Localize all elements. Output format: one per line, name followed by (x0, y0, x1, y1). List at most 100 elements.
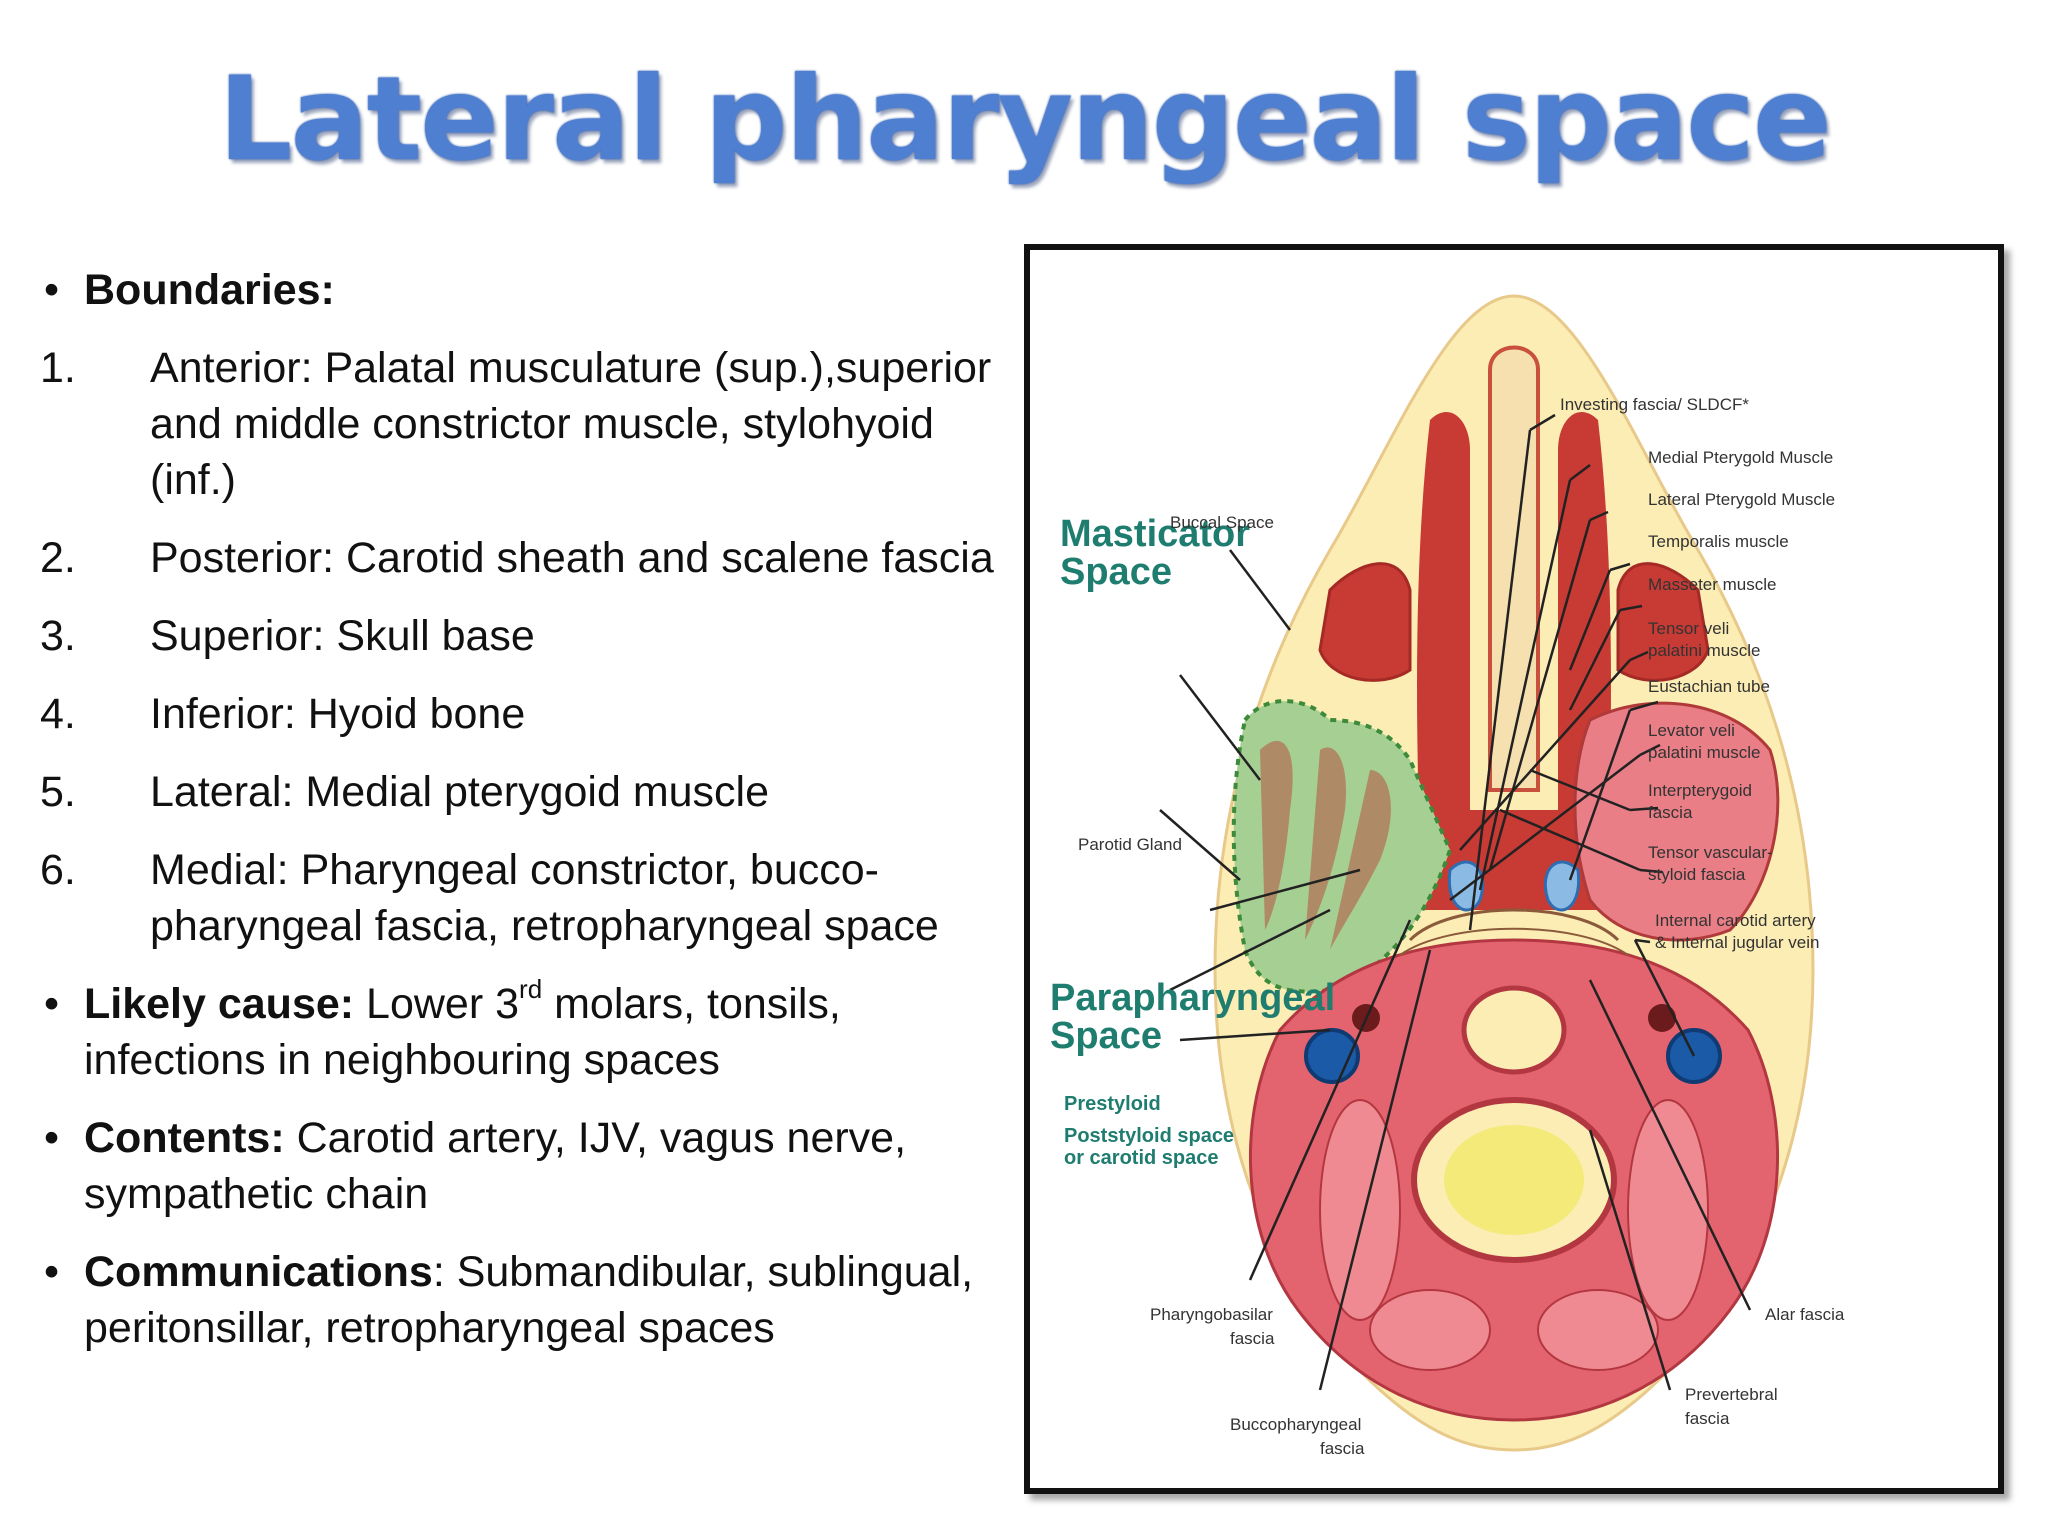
leader-investing (1468, 429, 1532, 931)
boundaries-list: 1.Anterior: Palatal musculature (sup.),s… (40, 340, 1000, 954)
leader-tail (1639, 743, 1661, 757)
boundary-number: 1. (40, 344, 76, 392)
masticator-label-1: Masticator (1060, 513, 1250, 555)
masticator-muscle-3 (1330, 770, 1391, 950)
right-label: Medial Pterygold Muscle (1648, 448, 1833, 467)
bullet-dot: • (44, 980, 60, 1028)
bullet-dot: • (44, 1248, 60, 1296)
right-label: Investing fascia/ SLDCF* (1560, 395, 1749, 414)
spinal-cord (1444, 1125, 1584, 1235)
boundaries-bullet: • Boundaries: (40, 262, 1000, 318)
leader-masseter (1568, 609, 1622, 711)
leader-tail (1629, 806, 1659, 812)
leader-tail (1629, 700, 1659, 712)
right-label: palatini muscle (1648, 641, 1760, 660)
boundary-item: 6.Medial: Pharyngeal constrictor, bucco-… (40, 842, 1000, 954)
maxillary-sinus-right (1616, 562, 1710, 682)
masticator-muscle-2 (1305, 747, 1346, 940)
parotid-label: Parotid Gland (1078, 835, 1182, 854)
leader-poststyloid (1179, 1028, 1331, 1042)
muscle-band-3 (1369, 1289, 1491, 1371)
right-label: Eustachian tube (1648, 677, 1770, 696)
boundary-item: 2. Posterior: Carotid sheath and scalene … (40, 530, 1000, 586)
right-label: Temporalis muscle (1648, 532, 1789, 551)
leader-tensor-veli (1459, 659, 1631, 851)
right-label: Lateral Pterygold Muscle (1648, 490, 1835, 509)
communications-bullet: • Communications: Submandibular, subling… (40, 1244, 1000, 1356)
masticator-label-2: Space (1060, 551, 1172, 593)
leader-tail (1529, 413, 1556, 432)
boundary-number: 2. (40, 534, 76, 582)
slide-content: • Boundaries: 1.Anterior: Palatal muscul… (40, 262, 1000, 1378)
pharyngeal-fascia (1408, 908, 1620, 942)
right-label: Masseter muscle (1648, 575, 1776, 594)
pharyngobasilar-label-2: fascia (1230, 1329, 1275, 1348)
leader-levator-veli (1449, 754, 1641, 901)
boundary-item: 4.Inferior: Hyoid bone (40, 686, 1000, 742)
right-label: fascia (1648, 803, 1693, 822)
leader-pharyngobasilar (1248, 919, 1412, 1281)
boundary-number: 5. (40, 768, 76, 816)
leader-masticator (1179, 674, 1261, 781)
right-label: palatini muscle (1648, 743, 1760, 762)
buccopharyngeal-label-1: Buccopharyngeal (1230, 1415, 1361, 1434)
ica-right (1648, 1004, 1676, 1032)
poststyloid-label-1: Poststyloid space (1064, 1125, 1234, 1147)
boundary-text: Superior: Skull base (150, 612, 535, 660)
right-label: Tensor veli (1648, 619, 1729, 638)
boundary-text: Inferior: Hyoid bone (150, 690, 526, 738)
alar-label: Alar fascia (1765, 1305, 1845, 1324)
leader-lines (1159, 429, 1752, 1391)
buccopharyngeal-fascia-line (1399, 927, 1629, 956)
boundary-text: Medial: Pharyngeal constrictor, bucco-ph… (150, 846, 939, 950)
right-label: Tensor vascular- (1648, 843, 1773, 862)
leader-prestyloid (1169, 908, 1331, 992)
leader-tail (1634, 938, 1651, 944)
prevertebral-label-2: fascia (1685, 1409, 1730, 1428)
bullet-dot: • (44, 1114, 60, 1162)
maxillary-sinus-left (1318, 562, 1412, 682)
communications-label: Communications (84, 1248, 433, 1296)
leader-tails (1529, 413, 1663, 944)
parapharyngeal-label-1: Parapharyngeal (1050, 977, 1335, 1019)
likely-cause-text-a: Lower 3 (354, 980, 520, 1028)
prestyloid-label: Prestyloid (1064, 1093, 1161, 1115)
masticator-muscle-1 (1260, 740, 1293, 930)
boundary-text: Posterior: Carotid sheath and scalene fa… (150, 534, 994, 582)
likely-cause-text-b: molars, tonsils, infections in neighbour… (84, 980, 841, 1084)
contents-bullet: • Contents: Carotid artery, IJV, vagus n… (40, 1110, 1000, 1222)
right-label: Internal carotid artery (1655, 911, 1816, 930)
pharyngobasilar-label-1: Pharyngobasilar (1150, 1305, 1273, 1324)
leader-tail (1569, 464, 1591, 481)
contents-label: Contents: (84, 1114, 285, 1162)
boundary-item: 1.Anterior: Palatal musculature (sup.),s… (40, 340, 1000, 508)
leader-medial-pterygoid (1478, 479, 1572, 891)
muscle-band-1 (1319, 1099, 1401, 1321)
muscle-band-4 (1537, 1289, 1659, 1371)
leader-parotid (1159, 809, 1241, 881)
muscle-band-2 (1627, 1099, 1709, 1321)
eustachian-right (1543, 860, 1581, 912)
vertebral-body (1461, 985, 1567, 1075)
slide-title: Lateral pharyngeal space (218, 52, 1831, 187)
leader-eustachian (1568, 709, 1632, 881)
leader-alar (1588, 979, 1752, 1311)
leader-buccal (1229, 549, 1291, 631)
leader-carotid (1633, 939, 1696, 1057)
leader-prevertebral (1588, 1129, 1672, 1391)
right-label: Levator veli (1648, 721, 1735, 740)
leader-tail (1629, 650, 1649, 662)
nasal-cavity-left (1417, 411, 1470, 858)
right-label: styloid fascia (1648, 865, 1746, 884)
boundary-item: 3. Superior: Skull base (40, 608, 1000, 664)
right-labels: Investing fascia/ SLDCF* Medial Pterygold… (1560, 395, 1835, 952)
boundary-text: Lateral: Medial pterygoid muscle (150, 768, 770, 816)
likely-cause-bullet: • Likely cause: Lower 3rd molars, tonsil… (40, 976, 1000, 1088)
contents-text: Carotid artery, IJV, vagus nerve, sympat… (84, 1114, 907, 1218)
boundary-number: 3. (40, 612, 76, 660)
leader-temporalis (1568, 569, 1612, 671)
leader-tail (1619, 604, 1643, 612)
prevertebral-label-1: Prevertebral (1685, 1385, 1778, 1404)
leader-tail (1639, 868, 1663, 874)
communications-text: : Submandibular, sublingual, peritonsill… (84, 1248, 974, 1352)
